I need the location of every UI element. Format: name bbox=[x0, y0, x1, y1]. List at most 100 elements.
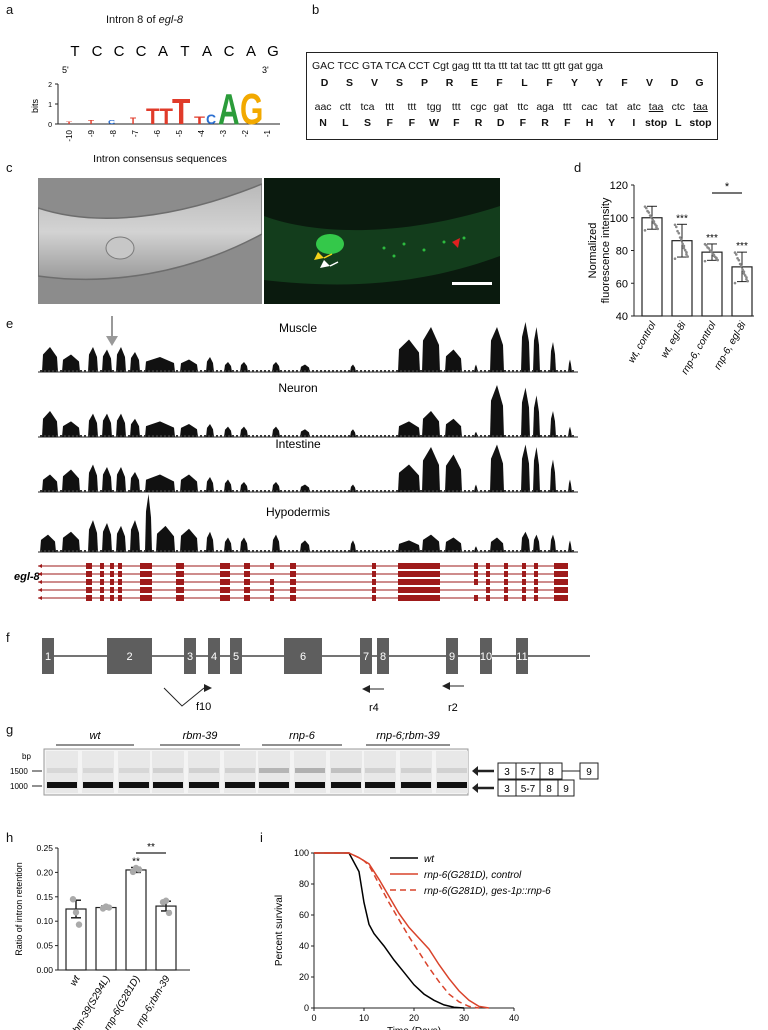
coverage-noise bbox=[48, 370, 50, 372]
worm-nucleus bbox=[105, 236, 135, 260]
coverage-noise bbox=[388, 435, 390, 437]
coverage-noise bbox=[240, 370, 242, 372]
logo-letter: TT bbox=[146, 104, 173, 129]
coverage-noise bbox=[388, 550, 390, 552]
coverage-noise bbox=[192, 435, 194, 437]
coverage-peak bbox=[206, 424, 214, 437]
coverage-noise bbox=[336, 435, 338, 437]
coverage-noise bbox=[408, 435, 410, 437]
coverage-noise bbox=[420, 550, 422, 552]
coverage-noise bbox=[380, 550, 382, 552]
coverage-noise bbox=[188, 550, 190, 552]
coverage-noise bbox=[500, 550, 502, 552]
coverage-noise bbox=[408, 550, 410, 552]
chart-h-bracket-label: ** bbox=[147, 842, 155, 853]
coverage-noise bbox=[324, 550, 326, 552]
coverage-noise bbox=[212, 435, 214, 437]
coverage-peak bbox=[180, 359, 198, 372]
logo-position-label: -7 bbox=[131, 129, 140, 137]
coverage-noise bbox=[216, 370, 218, 372]
coverage-noise bbox=[200, 370, 202, 372]
coverage-noise bbox=[300, 550, 302, 552]
seq-cell: S bbox=[345, 77, 353, 89]
coverage-noise bbox=[84, 435, 86, 437]
coverage-noise bbox=[392, 490, 394, 492]
transcript-exon bbox=[398, 587, 440, 593]
coverage-noise bbox=[328, 550, 330, 552]
coverage-noise bbox=[292, 370, 294, 372]
coverage-noise bbox=[412, 490, 414, 492]
coverage-noise bbox=[540, 370, 542, 372]
coverage-noise bbox=[156, 490, 158, 492]
worm-body bbox=[38, 183, 262, 281]
coverage-noise bbox=[204, 550, 206, 552]
coverage-noise bbox=[68, 490, 70, 492]
chart-d-y-tick-label: 60 bbox=[616, 278, 628, 290]
coverage-noise bbox=[356, 435, 358, 437]
coverage-noise bbox=[304, 490, 306, 492]
coverage-noise bbox=[332, 490, 334, 492]
coverage-peak bbox=[102, 413, 112, 437]
coverage-noise bbox=[196, 370, 198, 372]
logo-letter: T bbox=[88, 120, 94, 126]
transcript-exon bbox=[486, 563, 490, 569]
transcript-exon bbox=[118, 587, 122, 593]
coverage-noise bbox=[380, 370, 382, 372]
chart-d-point bbox=[741, 268, 744, 272]
chart-d-point bbox=[745, 276, 748, 279]
retained-box-label: 8 bbox=[548, 767, 554, 778]
transcript-exon bbox=[244, 579, 250, 585]
coverage-noise bbox=[44, 490, 46, 492]
coverage-noise bbox=[420, 490, 422, 492]
coverage-noise bbox=[248, 490, 250, 492]
logo-letter: G bbox=[240, 84, 263, 133]
chart-d-point bbox=[736, 256, 739, 260]
transcript-exon bbox=[110, 579, 114, 585]
coverage-noise bbox=[528, 550, 530, 552]
coverage-peak bbox=[550, 411, 556, 437]
coverage-noise bbox=[556, 370, 558, 372]
transcript-exon bbox=[176, 595, 184, 601]
coverage-peak bbox=[445, 454, 462, 492]
coverage-noise bbox=[280, 550, 282, 552]
coverage-noise bbox=[376, 490, 378, 492]
coverage-noise bbox=[408, 490, 410, 492]
coverage-noise bbox=[432, 435, 434, 437]
gel-band-spliced bbox=[259, 782, 289, 788]
coverage-noise bbox=[56, 490, 58, 492]
seq-cell: D bbox=[670, 77, 679, 89]
primer-f10-junction bbox=[163, 687, 205, 707]
coverage-peak bbox=[533, 534, 540, 552]
chart-i-x-tick-label: 40 bbox=[509, 1013, 519, 1023]
coverage-noise bbox=[180, 550, 182, 552]
coverage-noise bbox=[164, 490, 166, 492]
coverage-noise bbox=[476, 550, 478, 552]
coverage-noise bbox=[256, 490, 258, 492]
logo-xlabel: Intron consensus sequences bbox=[93, 153, 227, 165]
coverage-peak bbox=[88, 464, 98, 492]
seq-cell: ttt bbox=[385, 101, 395, 113]
chart-h-point bbox=[105, 904, 113, 911]
gel-band-spliced bbox=[189, 782, 219, 788]
coverage-noise bbox=[300, 370, 302, 372]
coverage-noise bbox=[288, 370, 290, 372]
coverage-noise bbox=[188, 490, 190, 492]
coverage-noise bbox=[424, 370, 426, 372]
coverage-peak bbox=[130, 418, 140, 437]
coverage-noise bbox=[332, 370, 334, 372]
exon-box bbox=[284, 638, 322, 674]
coverage-noise bbox=[88, 550, 90, 552]
retained-box-label: 3 bbox=[504, 767, 510, 778]
coverage-noise bbox=[76, 435, 78, 437]
coverage-noise bbox=[280, 435, 282, 437]
coverage-noise bbox=[240, 490, 242, 492]
chart-d-point bbox=[643, 205, 647, 208]
spliced-box-label: 8 bbox=[546, 784, 552, 795]
coverage-noise bbox=[196, 435, 198, 437]
logo-letter: T bbox=[172, 92, 190, 132]
coverage-noise bbox=[368, 490, 370, 492]
coverage-noise bbox=[368, 435, 370, 437]
